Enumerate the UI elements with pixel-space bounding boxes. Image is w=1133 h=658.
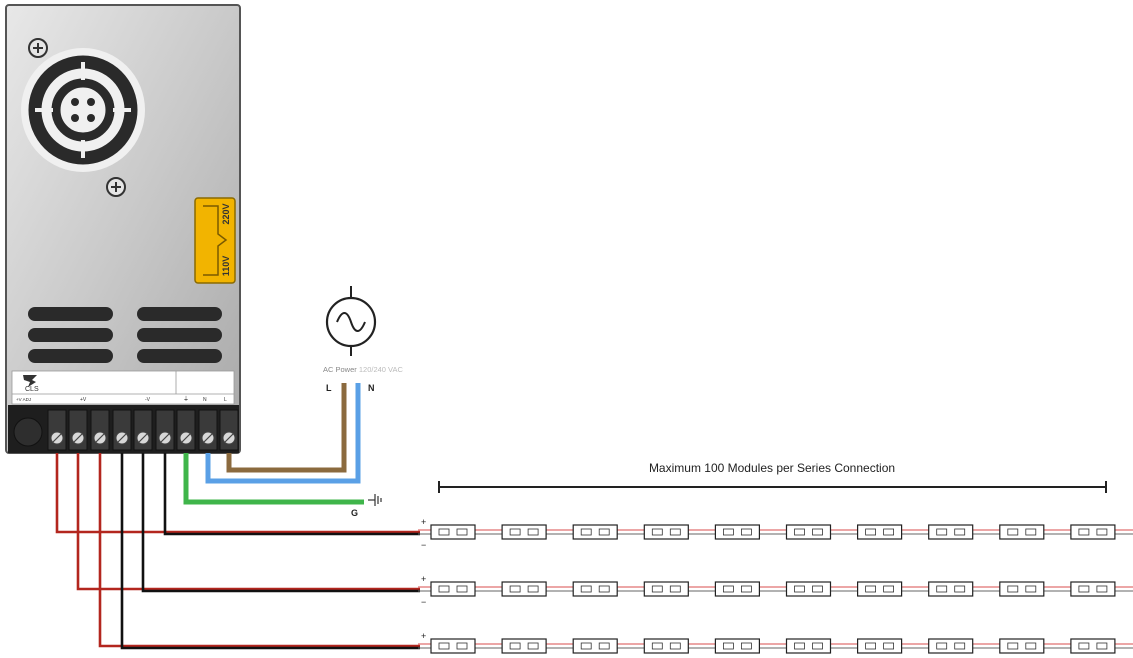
terminal-screw-icon xyxy=(90,409,110,451)
positive-marker: + xyxy=(421,574,426,584)
led-module xyxy=(999,581,1045,597)
ac-power-source: AC Power 120/240 VAC L N G xyxy=(323,286,404,518)
terminal-label-vminus: -V xyxy=(145,397,151,403)
led-module xyxy=(785,524,832,540)
negative-wire-row-3 xyxy=(120,453,420,650)
terminal-screw-icon xyxy=(155,409,175,451)
led-module xyxy=(1070,581,1116,597)
voltage-selector-switch: 220V 110V xyxy=(194,197,236,284)
led-module xyxy=(999,638,1045,654)
line-label: L xyxy=(326,383,332,393)
led-module xyxy=(1070,524,1116,540)
brand-label: CLS xyxy=(25,386,39,393)
ground-symbol-icon xyxy=(368,494,382,506)
vent-slots xyxy=(28,307,222,363)
fan-icon xyxy=(21,48,145,172)
terminal-screw-icon xyxy=(68,409,88,451)
ground-wire xyxy=(183,453,364,505)
led-module xyxy=(430,581,476,597)
led-module-rows: +−+−+ xyxy=(418,517,1133,654)
led-module xyxy=(643,638,689,654)
led-module xyxy=(714,524,761,540)
led-module xyxy=(501,581,547,597)
led-module xyxy=(643,524,689,540)
led-module xyxy=(785,581,832,597)
led-module xyxy=(856,581,903,597)
brand-logo-icon xyxy=(23,375,37,387)
ac-wires xyxy=(183,383,364,505)
terminal-screw-icon xyxy=(133,409,153,451)
led-module xyxy=(928,638,974,654)
neutral-label: N xyxy=(368,383,375,393)
screw-icon xyxy=(28,38,48,58)
led-module xyxy=(572,638,618,654)
terminal-screw-icon xyxy=(176,409,196,451)
led-module xyxy=(643,581,689,597)
negative-marker: − xyxy=(421,540,426,550)
led-module xyxy=(1070,638,1116,654)
led-module xyxy=(856,524,903,540)
led-module xyxy=(430,524,476,540)
ground-label: G xyxy=(351,508,358,518)
positive-wire-row-3 xyxy=(98,453,420,648)
terminal-screw-icon xyxy=(219,409,239,451)
module-span-label: Maximum 100 Modules per Series Connectio… xyxy=(649,461,895,475)
ac-power-label: AC Power 120/240 VAC xyxy=(323,365,404,374)
terminal-label-adj: +V ADJ xyxy=(16,397,31,402)
adjust-knob-icon xyxy=(13,417,43,447)
led-module-row: +− xyxy=(418,517,1133,550)
led-module xyxy=(999,524,1045,540)
terminal-label-vplus: +V xyxy=(80,397,87,403)
terminal-label-neutral: N xyxy=(203,397,207,403)
led-module xyxy=(572,581,618,597)
led-module xyxy=(714,638,761,654)
led-module xyxy=(785,638,832,654)
power-supply: 220V 110V CLS +V ADJ +V -V ⏚ N L xyxy=(5,4,241,454)
led-module xyxy=(572,524,618,540)
led-module xyxy=(856,638,903,654)
terminal-screw-icon xyxy=(47,409,67,451)
terminal-screw-icon xyxy=(112,409,132,451)
positive-wire-row-1 xyxy=(55,453,420,534)
led-module xyxy=(928,581,974,597)
negative-wire-row-2 xyxy=(141,453,420,593)
terminal-label-line: L xyxy=(224,397,227,403)
psu-label-panel xyxy=(11,370,235,405)
negative-marker: − xyxy=(421,597,426,607)
terminal-screw-icon xyxy=(198,409,218,451)
line-wire xyxy=(226,383,347,473)
screw-icon xyxy=(106,177,126,197)
led-module xyxy=(430,638,476,654)
positive-marker: + xyxy=(421,517,426,527)
neutral-wire xyxy=(205,383,361,484)
led-module-row: +− xyxy=(418,574,1133,607)
module-span-indicator: Maximum 100 Modules per Series Connectio… xyxy=(438,461,1107,493)
led-module xyxy=(714,581,761,597)
positive-marker: + xyxy=(421,631,426,641)
voltage-110-label: 110V xyxy=(221,256,231,277)
dc-wires xyxy=(55,453,420,650)
led-module xyxy=(928,524,974,540)
negative-wire-row-1 xyxy=(163,453,420,536)
led-module xyxy=(501,524,547,540)
voltage-220-label: 220V xyxy=(221,203,231,224)
positive-wire-row-2 xyxy=(76,453,420,591)
led-module-row: + xyxy=(418,631,1133,654)
led-module xyxy=(501,638,547,654)
terminal-label-ground: ⏚ xyxy=(183,396,189,403)
